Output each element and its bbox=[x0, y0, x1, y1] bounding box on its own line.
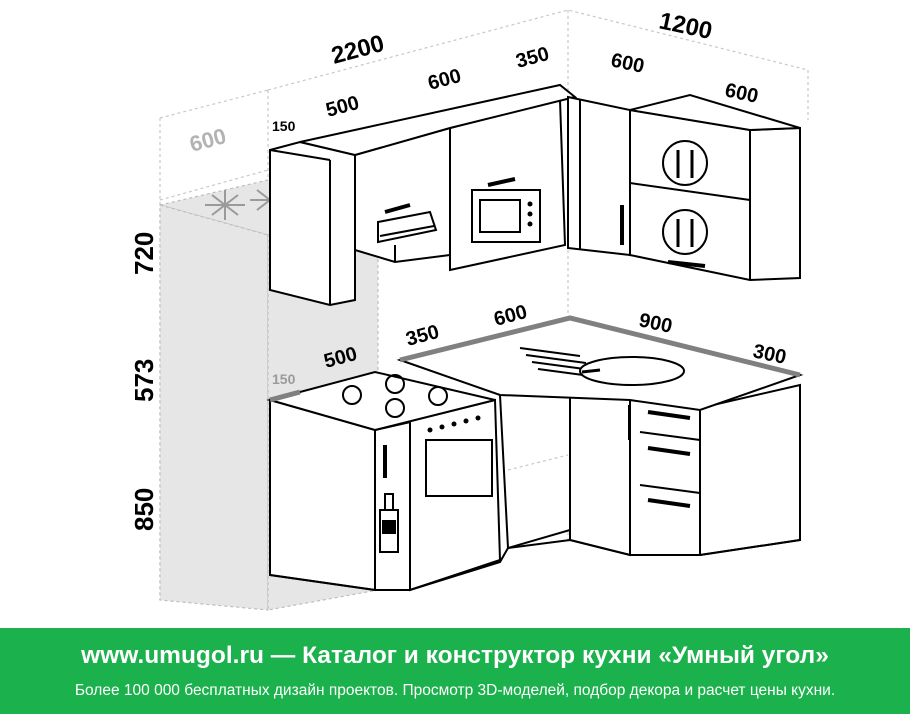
bottle-icon bbox=[379, 493, 399, 553]
microwave-icon bbox=[471, 189, 541, 243]
dim-base-350: 350 bbox=[404, 321, 442, 351]
dim-upper-350: 350 bbox=[514, 43, 552, 73]
dim-height-base: 850 bbox=[129, 488, 159, 531]
dim-base-150: 150 bbox=[272, 371, 296, 387]
banner-subtitle: Более 100 000 бесплатных дизайн проектов… bbox=[74, 682, 836, 699]
dim-fridge-depth: 600 bbox=[187, 123, 229, 157]
dish-icon-2 bbox=[662, 209, 708, 255]
burner-icons bbox=[342, 374, 448, 418]
dim-upper-right-600-a: 600 bbox=[609, 49, 646, 77]
dim-base-600: 600 bbox=[492, 301, 530, 331]
dim-upper-right-600-b: 600 bbox=[723, 79, 760, 107]
base-cabinets-right bbox=[498, 383, 801, 557]
range-hood bbox=[377, 210, 438, 244]
dim-height-gap: 573 bbox=[129, 359, 159, 402]
dim-height-upper: 720 bbox=[129, 232, 159, 275]
dish-icon bbox=[662, 140, 708, 186]
countertop bbox=[269, 315, 804, 412]
banner-title[interactable]: www.umugol.ru — Каталог и конструктор ку… bbox=[81, 642, 829, 669]
dim-total-left-wall: 2200 bbox=[329, 30, 388, 70]
sink-icon bbox=[579, 356, 685, 386]
plinth bbox=[269, 538, 801, 591]
dim-upper-150: 150 bbox=[272, 118, 296, 134]
upper-cabinets-right bbox=[567, 93, 801, 282]
dim-upper-500: 500 bbox=[324, 92, 362, 122]
dim-upper-600: 600 bbox=[426, 65, 464, 95]
promo-banner: www.umugol.ru — Каталог и конструктор ку… bbox=[0, 628, 910, 714]
base-cabinet-left bbox=[269, 398, 411, 592]
dim-total-right-wall: 1200 bbox=[657, 7, 715, 45]
stove bbox=[266, 370, 502, 592]
kitchen-diagram: 2200 1200 150 500 600 350 600 600 600 72… bbox=[129, 7, 809, 611]
upper-cabinets-left bbox=[269, 83, 578, 307]
